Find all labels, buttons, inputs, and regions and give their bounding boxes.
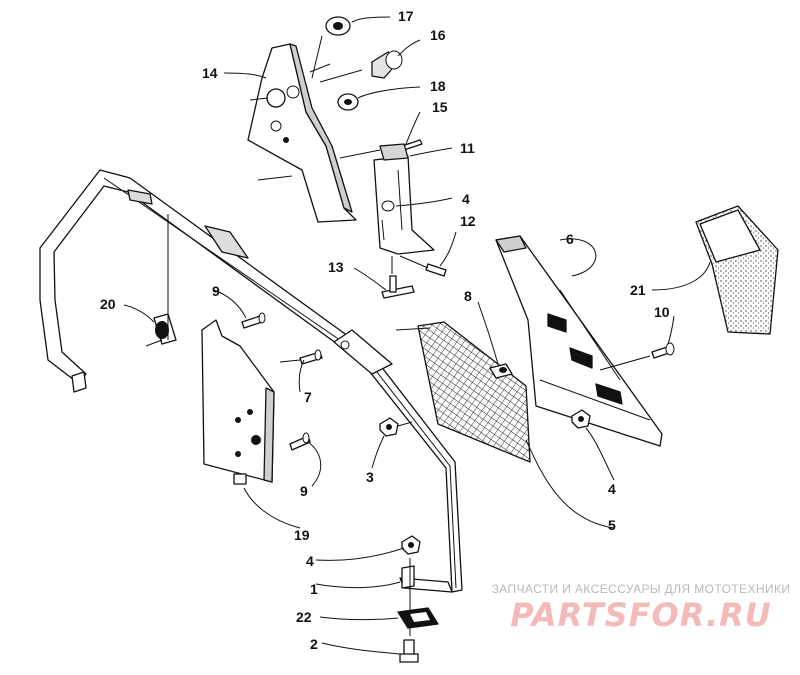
screw-9-lower — [289, 432, 311, 451]
spacer-8 — [489, 363, 513, 379]
callout-12: 12 — [460, 213, 476, 229]
callout-9-upper: 9 — [212, 283, 220, 299]
callout-14: 14 — [202, 65, 218, 81]
tube-bracket — [333, 329, 393, 375]
callout-9-lower: 9 — [300, 483, 308, 499]
callout-8: 8 — [464, 288, 472, 304]
callout-4-right: 4 — [608, 481, 616, 497]
nut-4-lower — [401, 535, 421, 555]
callout-21: 21 — [630, 282, 646, 298]
callout-3: 3 — [366, 469, 374, 485]
upper-steering-bracket — [247, 43, 381, 223]
callout-22: 22 — [296, 609, 312, 625]
callout-11: 11 — [460, 140, 475, 156]
foot-pad — [695, 205, 779, 335]
lower-left-panel — [201, 319, 275, 485]
callout-20: 20 — [100, 296, 116, 312]
center-bracket — [373, 143, 435, 255]
callout-2: 2 — [310, 636, 318, 652]
bushing-16 — [319, 50, 403, 83]
callout-4-center: 4 — [462, 191, 470, 207]
mesh-screen — [395, 321, 531, 463]
callout-1: 1 — [310, 581, 318, 597]
callout-19: 19 — [294, 527, 310, 543]
callout-6: 6 — [566, 231, 574, 247]
screw-10 — [599, 342, 675, 371]
clip-20 — [145, 214, 177, 347]
plate-22 — [397, 607, 439, 629]
nut-3 — [379, 417, 413, 437]
bolt-2 — [399, 558, 419, 663]
callout-5: 5 — [608, 517, 616, 533]
callout-7: 7 — [304, 389, 312, 405]
stud-13 — [381, 256, 415, 299]
callout-16: 16 — [430, 27, 446, 43]
screw-7 — [279, 349, 323, 365]
callout-13: 13 — [328, 259, 344, 275]
nut-4-right — [571, 409, 591, 429]
callout-15: 15 — [432, 99, 448, 115]
nut-18 — [337, 93, 359, 111]
lower-mount-1 — [399, 565, 453, 593]
leader-lines — [123, 16, 711, 655]
stud-12 — [399, 255, 447, 277]
side-panel — [495, 235, 663, 447]
callout-labels: 1 2 3 4 4 4 5 6 7 8 9 9 10 11 12 13 14 1… — [100, 8, 670, 652]
callout-17: 17 — [398, 8, 414, 24]
screw-9-upper — [241, 312, 266, 329]
callout-10: 10 — [654, 304, 670, 320]
callout-18: 18 — [430, 78, 446, 94]
bushing-17 — [311, 16, 351, 79]
callout-4-lower: 4 — [306, 553, 314, 569]
